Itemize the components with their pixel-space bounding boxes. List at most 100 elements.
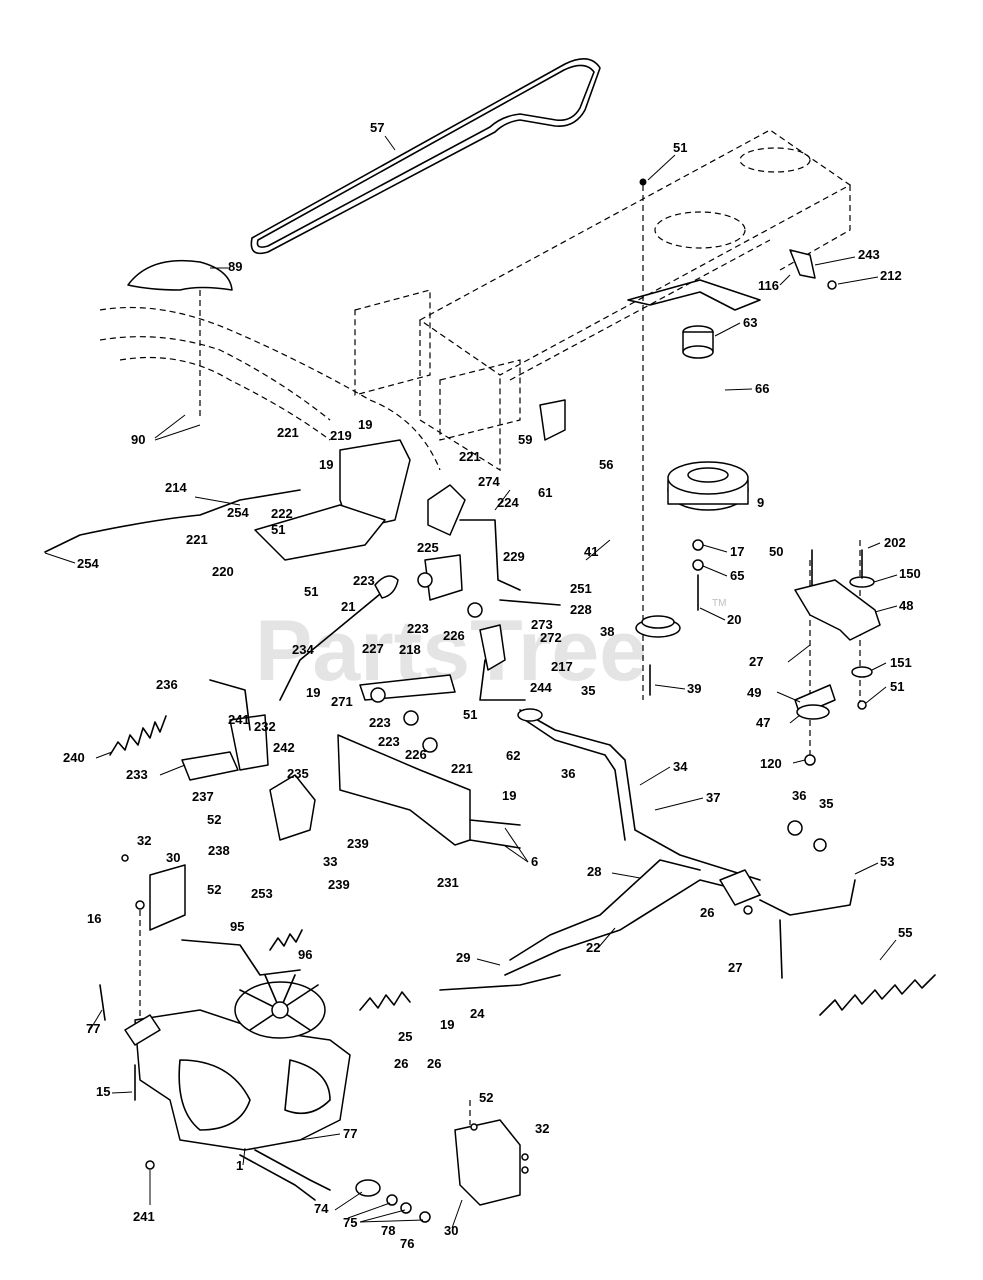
- label-19: 19: [358, 417, 372, 432]
- label-75: 75: [343, 1215, 357, 1230]
- label-59: 59: [518, 432, 532, 447]
- label-77b: 77: [343, 1126, 357, 1141]
- label-22: 22: [586, 940, 600, 955]
- label-239: 239: [347, 836, 369, 851]
- label-19e: 19: [440, 1017, 454, 1032]
- label-223d: 223: [378, 734, 400, 749]
- label-49: 49: [747, 685, 761, 700]
- label-48: 48: [899, 598, 913, 613]
- label-244: 244: [530, 680, 552, 695]
- label-32b: 32: [535, 1121, 549, 1136]
- fender: [99, 259, 441, 471]
- label-241: 241: [228, 712, 250, 727]
- label-251: 251: [570, 581, 592, 596]
- label-234: 234: [292, 642, 314, 657]
- label-50: 50: [769, 544, 783, 559]
- label-51c: 51: [304, 584, 318, 599]
- bottom-bracket: [454, 1119, 529, 1206]
- label-96: 96: [298, 947, 312, 962]
- label-272: 272: [540, 630, 562, 645]
- label-229: 229: [503, 549, 525, 564]
- label-27: 27: [749, 654, 763, 669]
- label-19d: 19: [502, 788, 516, 803]
- label-26c: 26: [427, 1056, 441, 1071]
- label-241b: 241: [133, 1209, 155, 1224]
- label-61: 61: [538, 485, 552, 500]
- label-41: 41: [584, 544, 598, 559]
- label-56: 56: [599, 457, 613, 472]
- label-35b: 35: [819, 796, 833, 811]
- label-51: 51: [673, 140, 687, 155]
- label-271: 271: [331, 694, 353, 709]
- label-243: 243: [858, 247, 880, 262]
- label-36: 36: [561, 766, 575, 781]
- label-25: 25: [398, 1029, 412, 1044]
- label-16: 16: [87, 911, 101, 926]
- label-74: 74: [314, 1201, 329, 1216]
- label-76: 76: [400, 1236, 414, 1251]
- label-150: 150: [899, 566, 921, 581]
- label-231: 231: [437, 875, 459, 890]
- label-52: 52: [207, 812, 221, 827]
- label-223: 223: [353, 573, 375, 588]
- label-218: 218: [399, 642, 421, 657]
- label-51b: 51: [271, 522, 285, 537]
- springs: [109, 715, 936, 1016]
- label-32: 32: [137, 833, 151, 848]
- left-bracket: [121, 854, 301, 976]
- label-242: 242: [273, 740, 295, 755]
- idler-assembly: [794, 549, 881, 766]
- label-78: 78: [381, 1223, 395, 1238]
- leader-lines: [44, 135, 898, 1229]
- rods: [439, 708, 856, 991]
- label-26: 26: [700, 905, 714, 920]
- label-6: 6: [531, 854, 538, 869]
- label-21: 21: [341, 599, 355, 614]
- label-53: 53: [880, 854, 894, 869]
- label-120: 120: [760, 756, 782, 771]
- label-19b: 19: [319, 457, 333, 472]
- label-1: 1: [236, 1158, 243, 1173]
- label-89: 89: [228, 259, 242, 274]
- label-226: 226: [443, 628, 465, 643]
- frame: [354, 129, 852, 472]
- label-33: 33: [323, 854, 337, 869]
- label-90: 90: [131, 432, 145, 447]
- label-226b: 226: [405, 747, 427, 762]
- label-240: 240: [63, 750, 85, 765]
- label-151: 151: [890, 655, 912, 670]
- label-223c: 223: [369, 715, 391, 730]
- label-47: 47: [756, 715, 770, 730]
- label-254b: 254: [77, 556, 99, 571]
- label-63: 63: [743, 315, 757, 330]
- label-254: 254: [227, 505, 249, 520]
- label-36b: 36: [792, 788, 806, 803]
- label-233: 233: [126, 767, 148, 782]
- label-65: 65: [730, 568, 744, 583]
- label-29: 29: [456, 950, 470, 965]
- label-28: 28: [587, 864, 601, 879]
- label-19c: 19: [306, 685, 320, 700]
- label-273: 273: [531, 617, 553, 632]
- label-17: 17: [730, 544, 744, 559]
- label-62: 62: [506, 748, 520, 763]
- label-34: 34: [673, 759, 688, 774]
- label-225: 225: [417, 540, 439, 555]
- label-220: 220: [212, 564, 234, 579]
- label-228: 228: [570, 602, 592, 617]
- label-224: 224: [497, 495, 519, 510]
- brackets-upper: [539, 178, 837, 441]
- label-38: 38: [600, 624, 614, 639]
- label-217: 217: [551, 659, 573, 674]
- label-39: 39: [687, 681, 701, 696]
- label-237: 237: [192, 789, 214, 804]
- label-221d: 221: [451, 761, 473, 776]
- label-223b: 223: [407, 621, 429, 636]
- label-9: 9: [757, 495, 764, 510]
- pedal-assembly: [44, 439, 561, 849]
- label-30b: 30: [444, 1223, 458, 1238]
- label-221c: 221: [186, 532, 208, 547]
- label-214: 214: [165, 480, 187, 495]
- drive-belt: [250, 58, 601, 255]
- label-26b: 26: [394, 1056, 408, 1071]
